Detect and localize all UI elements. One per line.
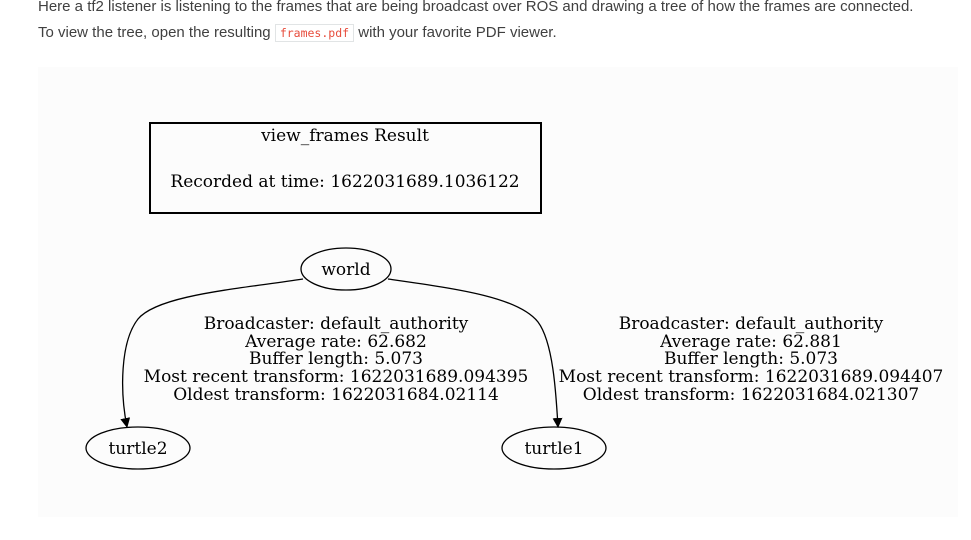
intro-line-1: Here a tf2 listener is listening to the … [38, 0, 914, 15]
header-title: view_frames Result [260, 126, 429, 146]
node-turtle2-label: turtle2 [108, 439, 167, 459]
turtle1-average-rate: Average rate: 62.881 [659, 332, 842, 352]
frames-tree-graph: view_frames Result Recorded at time: 162… [85, 122, 944, 470]
turtle1-most-recent: Most recent transform: 1622031689.094407 [559, 367, 944, 387]
turtle2-most-recent: Most recent transform: 1622031689.094395 [144, 367, 529, 387]
edge-world-turtle2 [120, 278, 304, 428]
node-world-label: world [321, 260, 370, 280]
edge-world-turtle1 [387, 278, 563, 428]
frames-pdf-code: frames.pdf [274, 24, 355, 42]
node-world [300, 247, 392, 291]
frames-tree-figure: view_frames Result Recorded at time: 162… [38, 67, 958, 517]
node-turtle1 [501, 426, 607, 470]
intro-line-2-start: To view the tree, open the resulting [38, 24, 271, 41]
turtle2-oldest: Oldest transform: 1622031684.02114 [173, 385, 499, 405]
intro-line-2: To view the tree, open the resulting fra… [38, 20, 968, 46]
turtle1-buffer-length: Buffer length: 5.073 [664, 349, 838, 369]
turtle2-average-rate: Average rate: 62.682 [244, 332, 427, 352]
intro-line-2-end: with your favorite PDF viewer. [358, 24, 557, 41]
turtle2-buffer-length: Buffer length: 5.073 [249, 349, 423, 369]
turtle1-oldest: Oldest transform: 1622031684.021307 [583, 385, 919, 405]
turtle2-broadcaster: Broadcaster: default_authority [204, 314, 469, 334]
node-turtle1-label: turtle1 [524, 439, 583, 459]
node-turtle2 [85, 426, 191, 470]
intro-text: Here a tf2 listener is listening to the … [38, 0, 968, 46]
header-recorded-time: Recorded at time: 1622031689.1036122 [170, 172, 519, 192]
turtle1-broadcaster: Broadcaster: default_authority [619, 314, 884, 334]
header-box [149, 122, 542, 214]
